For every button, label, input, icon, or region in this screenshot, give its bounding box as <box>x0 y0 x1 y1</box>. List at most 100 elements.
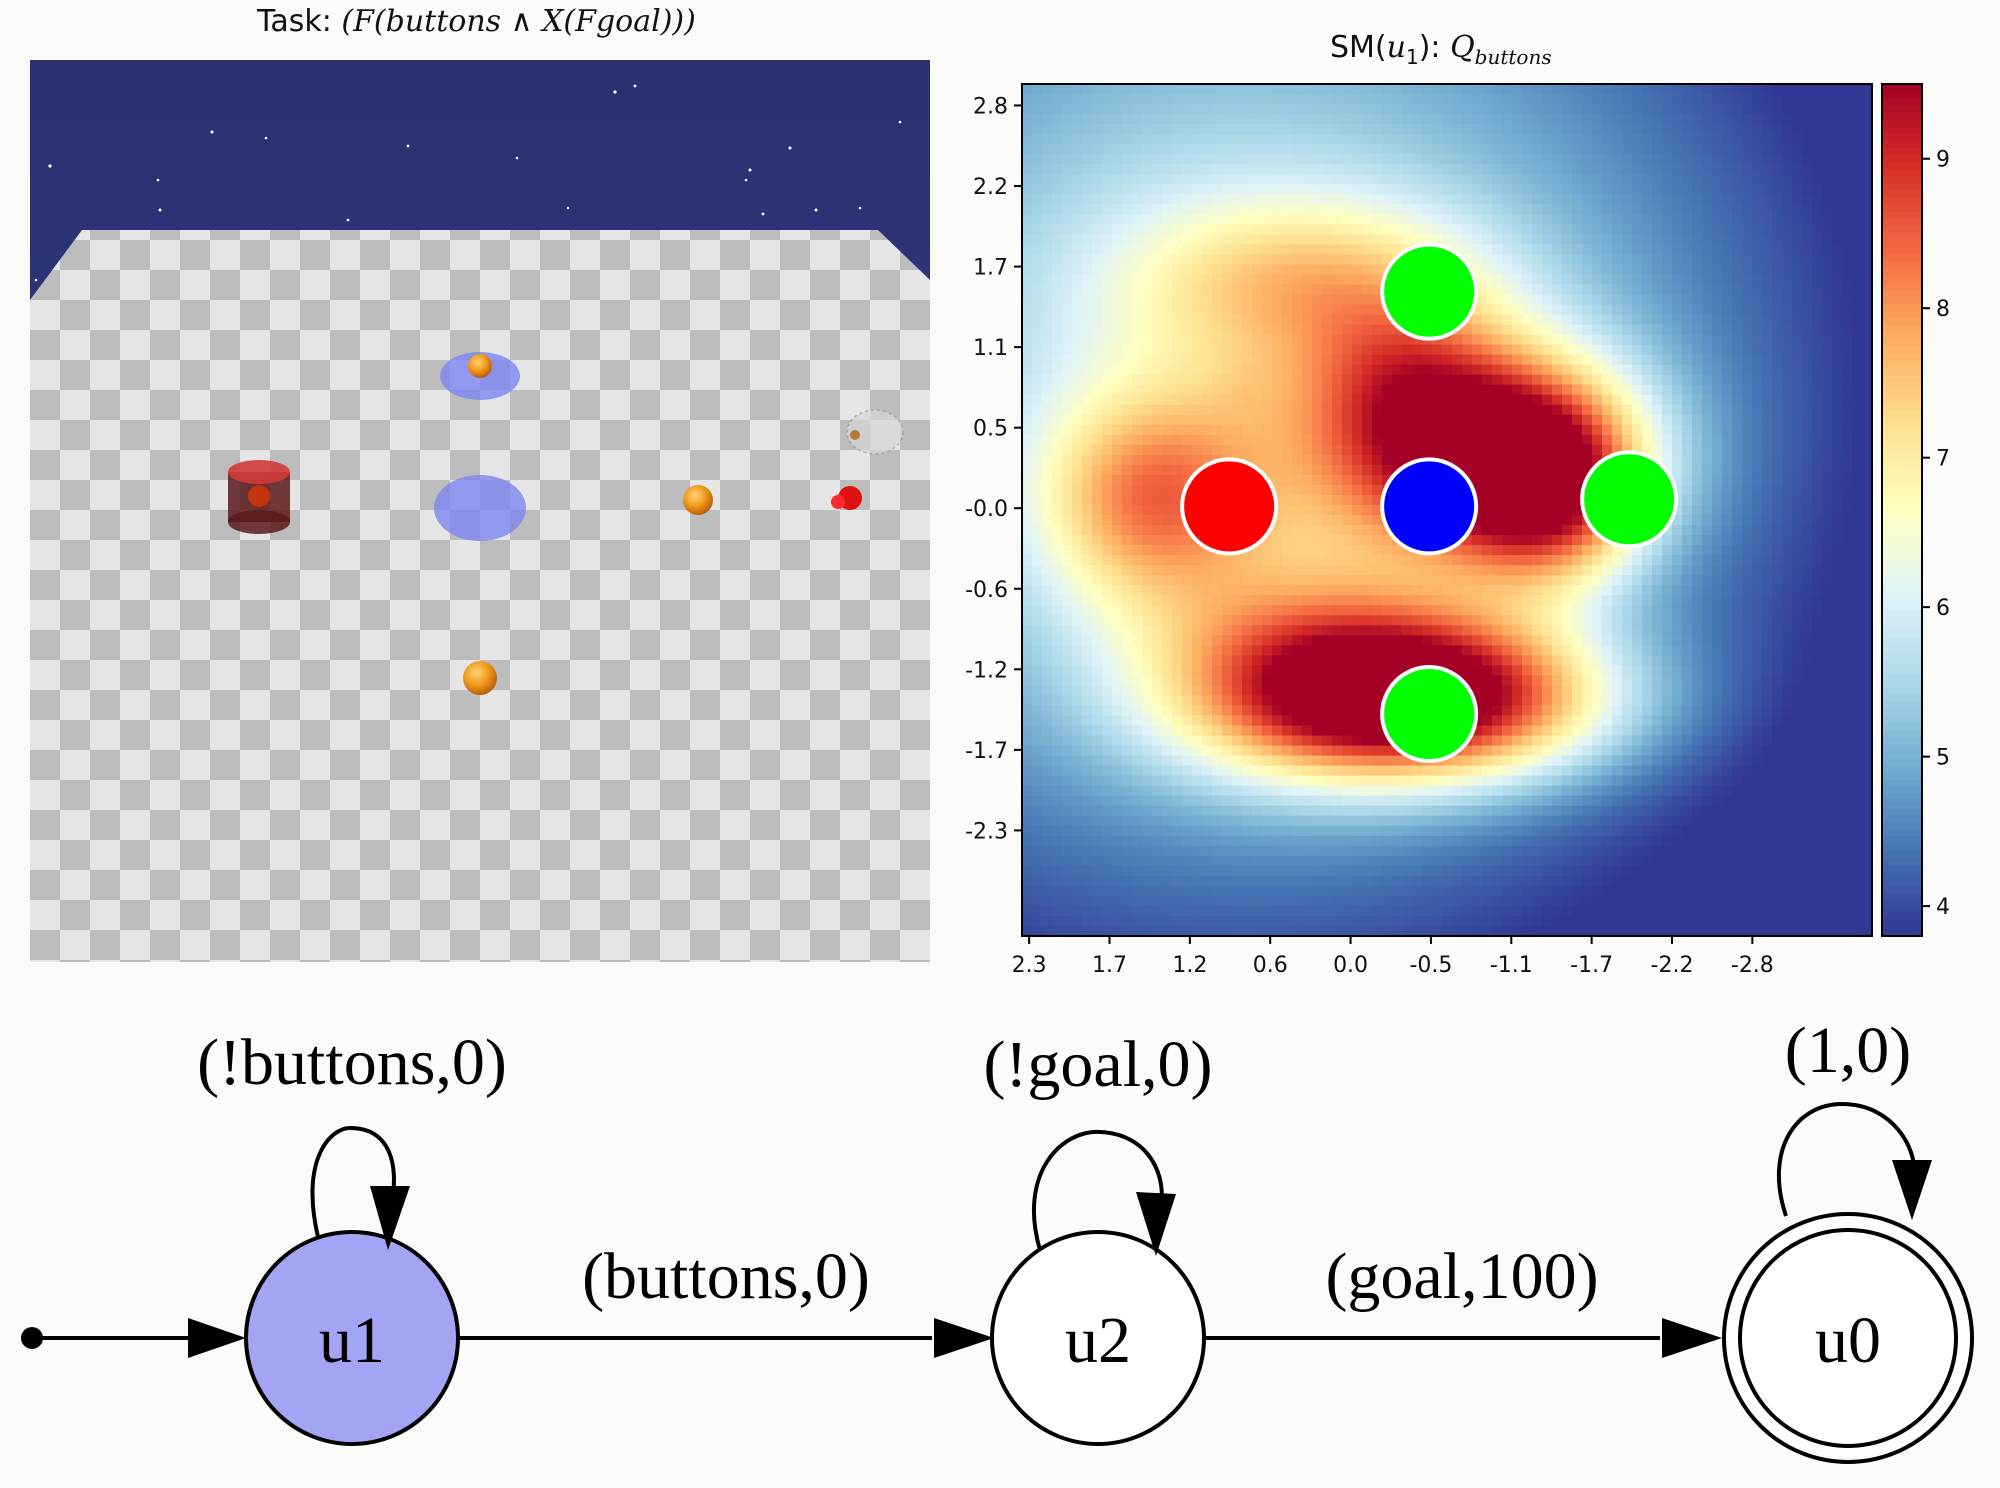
heatmap-cell <box>1522 94 1533 105</box>
heatmap-cell <box>1072 84 1083 95</box>
heatmap-cell <box>1192 144 1203 155</box>
heatmap-cell <box>1332 665 1343 676</box>
heatmap-cell <box>1472 905 1483 917</box>
heatmap-cell <box>1332 174 1343 185</box>
heatmap-cell <box>1502 815 1513 827</box>
heatmap-cell <box>1142 394 1153 406</box>
heatmap-cell <box>1092 745 1103 757</box>
heatmap-cell <box>1372 414 1383 426</box>
heatmap-cell <box>1522 555 1533 566</box>
heatmap-cell <box>1062 464 1073 476</box>
heatmap-cell <box>1142 124 1153 135</box>
heatmap-cell <box>1472 454 1483 466</box>
heatmap-cell <box>1112 384 1123 396</box>
heatmap-cell <box>1362 855 1373 867</box>
heatmap-cell <box>1552 715 1563 727</box>
heatmap-cell <box>1272 765 1283 777</box>
heatmap-cell <box>1372 334 1383 346</box>
heatmap-cell <box>1132 885 1143 897</box>
heatmap-cell <box>1222 625 1233 636</box>
heatmap-cell <box>1512 605 1523 616</box>
heatmap-cell <box>1282 525 1293 536</box>
heatmap-cell <box>1582 875 1593 887</box>
heatmap-cell <box>1282 114 1293 125</box>
heatmap-cell <box>1222 805 1233 817</box>
heatmap-cell <box>1522 525 1533 536</box>
heatmap-cell <box>1312 675 1323 687</box>
heatmap-cell <box>1322 775 1333 787</box>
heatmap-cell <box>1222 394 1233 406</box>
heatmap-cell <box>1092 474 1103 486</box>
heatmap-cell <box>1402 94 1413 105</box>
heatmap-cell <box>1522 915 1533 927</box>
heatmap-cell <box>1432 174 1443 185</box>
heatmap-cell <box>1152 174 1163 185</box>
heatmap-cell <box>1392 615 1403 626</box>
heatmap-cell <box>1152 535 1163 546</box>
heatmap-cell <box>1522 84 1533 95</box>
heatmap-cell <box>1402 865 1413 877</box>
heatmap-cell <box>1562 264 1573 276</box>
heatmap-cell <box>1052 795 1063 807</box>
heatmap-cell <box>1092 655 1103 666</box>
heatmap-cell <box>1402 785 1413 797</box>
heatmap-cell <box>1522 715 1533 727</box>
heatmap-cell <box>1312 615 1323 626</box>
heatmap-cell <box>1212 104 1223 115</box>
heatmap-cell <box>1302 865 1313 877</box>
heatmap-cell <box>1582 224 1593 235</box>
heatmap-cell <box>1262 284 1273 296</box>
heatmap-cell <box>1492 344 1503 356</box>
heatmap-cell <box>1242 575 1253 586</box>
heatmap-cell <box>1152 725 1163 737</box>
heatmap-cell <box>1302 354 1313 366</box>
heatmap-cell <box>1542 725 1553 737</box>
heatmap-cell <box>1442 815 1453 827</box>
heatmap-cell <box>1262 695 1273 707</box>
heatmap-cell <box>1112 394 1123 406</box>
heatmap-cell <box>1222 605 1233 616</box>
heatmap-cell <box>1392 835 1403 847</box>
heatmap-cell <box>1292 625 1303 636</box>
heatmap-cell <box>1552 615 1563 626</box>
heatmap-cell <box>1072 464 1083 476</box>
heatmap-cell <box>1542 164 1553 175</box>
heatmap-cell <box>1542 444 1553 456</box>
heatmap-cell <box>1032 244 1043 255</box>
heatmap-cell <box>1442 605 1453 616</box>
heatmap-cell <box>1032 444 1043 456</box>
heatmap-cell <box>1112 494 1123 506</box>
heatmap-cell <box>1592 715 1603 727</box>
heatmap-cell <box>1022 434 1033 446</box>
heatmap-cell <box>1252 645 1263 656</box>
heatmap-cell <box>1472 374 1483 386</box>
heatmap-cell <box>1172 895 1183 907</box>
heatmap-cell <box>1112 84 1123 95</box>
heatmap-cell <box>1102 795 1113 807</box>
heatmap-cell <box>1322 84 1333 95</box>
heatmap-cell <box>1242 414 1253 426</box>
heatmap-cell <box>1452 905 1463 917</box>
heatmap-cell <box>1492 184 1503 195</box>
heatmap-cell <box>1142 895 1153 907</box>
heatmap-cell <box>1092 104 1103 115</box>
heatmap-cell <box>1032 535 1043 546</box>
heatmap-cell <box>1062 444 1073 456</box>
heatmap-cell <box>1072 585 1083 596</box>
scene-title-formula: (F(buttons ∧ X(Fgoal))) <box>341 4 696 39</box>
heatmap-cell <box>1572 314 1583 326</box>
heatmap-cell <box>1532 294 1543 306</box>
heatmap-cell <box>1262 825 1273 837</box>
heatmap-cell <box>1022 464 1033 476</box>
heatmap-cell <box>1182 635 1193 646</box>
heatmap-cell <box>1582 545 1593 556</box>
heatmap-cell <box>1562 334 1573 346</box>
heatmap-cell <box>1262 194 1273 205</box>
heatmap-cell <box>1572 765 1583 777</box>
heatmap-cell <box>1342 875 1353 887</box>
heatmap-cell <box>1162 124 1173 135</box>
heatmap-cell <box>1522 685 1533 697</box>
heatmap-cell <box>1592 775 1603 787</box>
heatmap-cell <box>1592 635 1603 646</box>
heatmap-cell <box>1032 504 1043 516</box>
